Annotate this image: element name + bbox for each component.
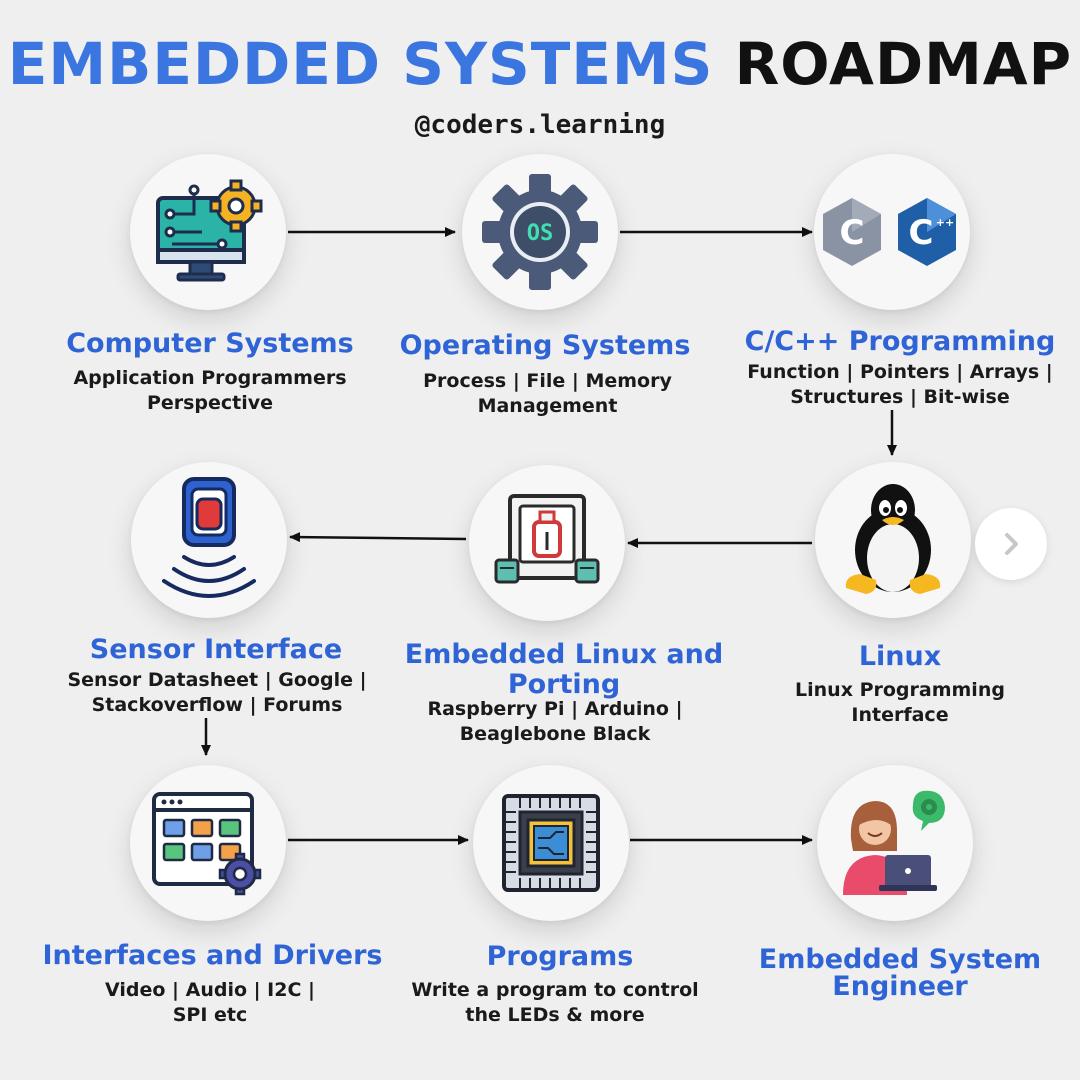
node-interfaces-drivers: [130, 765, 286, 921]
node-sensor-interface: [131, 462, 287, 618]
c-cpp-icon: C C ++: [823, 198, 956, 266]
node-label-embedded-engineer: Embedded System Engineer: [758, 944, 1042, 1002]
penguin-icon: [845, 484, 941, 594]
node-c-cpp-programming: C C ++: [814, 154, 970, 310]
node-desc-programs: Write a program to control the LEDs & mo…: [411, 979, 699, 1026]
node-label-operating-systems: Operating Systems: [399, 330, 691, 361]
node-desc-interfaces-drivers: Video | Audio | I2C | SPI etc: [105, 979, 315, 1026]
arrow-embedded-to-sensor: [289, 532, 467, 543]
node-desc-c-cpp-programming: Function | Pointers | Arrays | Structure…: [747, 361, 1053, 408]
node-embedded-engineer: [817, 765, 973, 921]
node-label-programs: Programs: [486, 941, 634, 972]
node-desc-computer-systems: Application Programmers Perspective: [73, 367, 347, 414]
svg-text:C: C: [909, 213, 934, 253]
title-part-2: ROADMAP: [734, 30, 1073, 98]
os-gear-icon: OS: [482, 174, 598, 290]
node-embedded-linux: [469, 465, 625, 621]
sensor-icon: [162, 477, 256, 598]
svg-text:C: C: [840, 213, 865, 253]
next-slide-button[interactable]: [975, 508, 1047, 580]
embedded-board-icon: [494, 494, 600, 584]
node-label-embedded-linux: Embedded Linux and Porting: [404, 639, 724, 700]
node-label-computer-systems: Computer Systems: [66, 328, 354, 359]
svg-text:++: ++: [936, 216, 954, 229]
node-computer-systems: [130, 154, 286, 310]
node-desc-sensor-interface: Sensor Datasheet | Google | Stackoverflo…: [67, 669, 367, 716]
author-handle: @coders.learning: [414, 110, 666, 140]
node-label-interfaces-drivers: Interfaces and Drivers: [42, 940, 383, 971]
interface-grid-icon: [152, 792, 262, 896]
engineer-icon: [843, 790, 945, 895]
chevron-right-icon: [1005, 533, 1018, 555]
page-title: EMBEDDED SYSTEMS ROADMAP: [0, 30, 1080, 98]
node-desc-embedded-linux: Raspberry Pi | Arduino | Beaglebone Blac…: [427, 698, 683, 745]
computer-gear-icon: [156, 179, 263, 282]
node-linux: [815, 462, 971, 618]
node-operating-systems: OS: [462, 154, 618, 310]
node-programs: [473, 765, 629, 921]
svg-text:OS: OS: [527, 221, 554, 246]
title-part-1: EMBEDDED SYSTEMS: [7, 30, 714, 98]
node-label-linux: Linux: [858, 641, 942, 672]
node-label-sensor-interface: Sensor Interface: [89, 634, 343, 665]
node-label-c-cpp-programming: C/C++ Programming: [744, 326, 1056, 357]
node-desc-linux: Linux Programming Interface: [795, 679, 1005, 726]
node-desc-operating-systems: Process | File | Memory Management: [423, 370, 672, 417]
chip-icon: [502, 794, 600, 892]
